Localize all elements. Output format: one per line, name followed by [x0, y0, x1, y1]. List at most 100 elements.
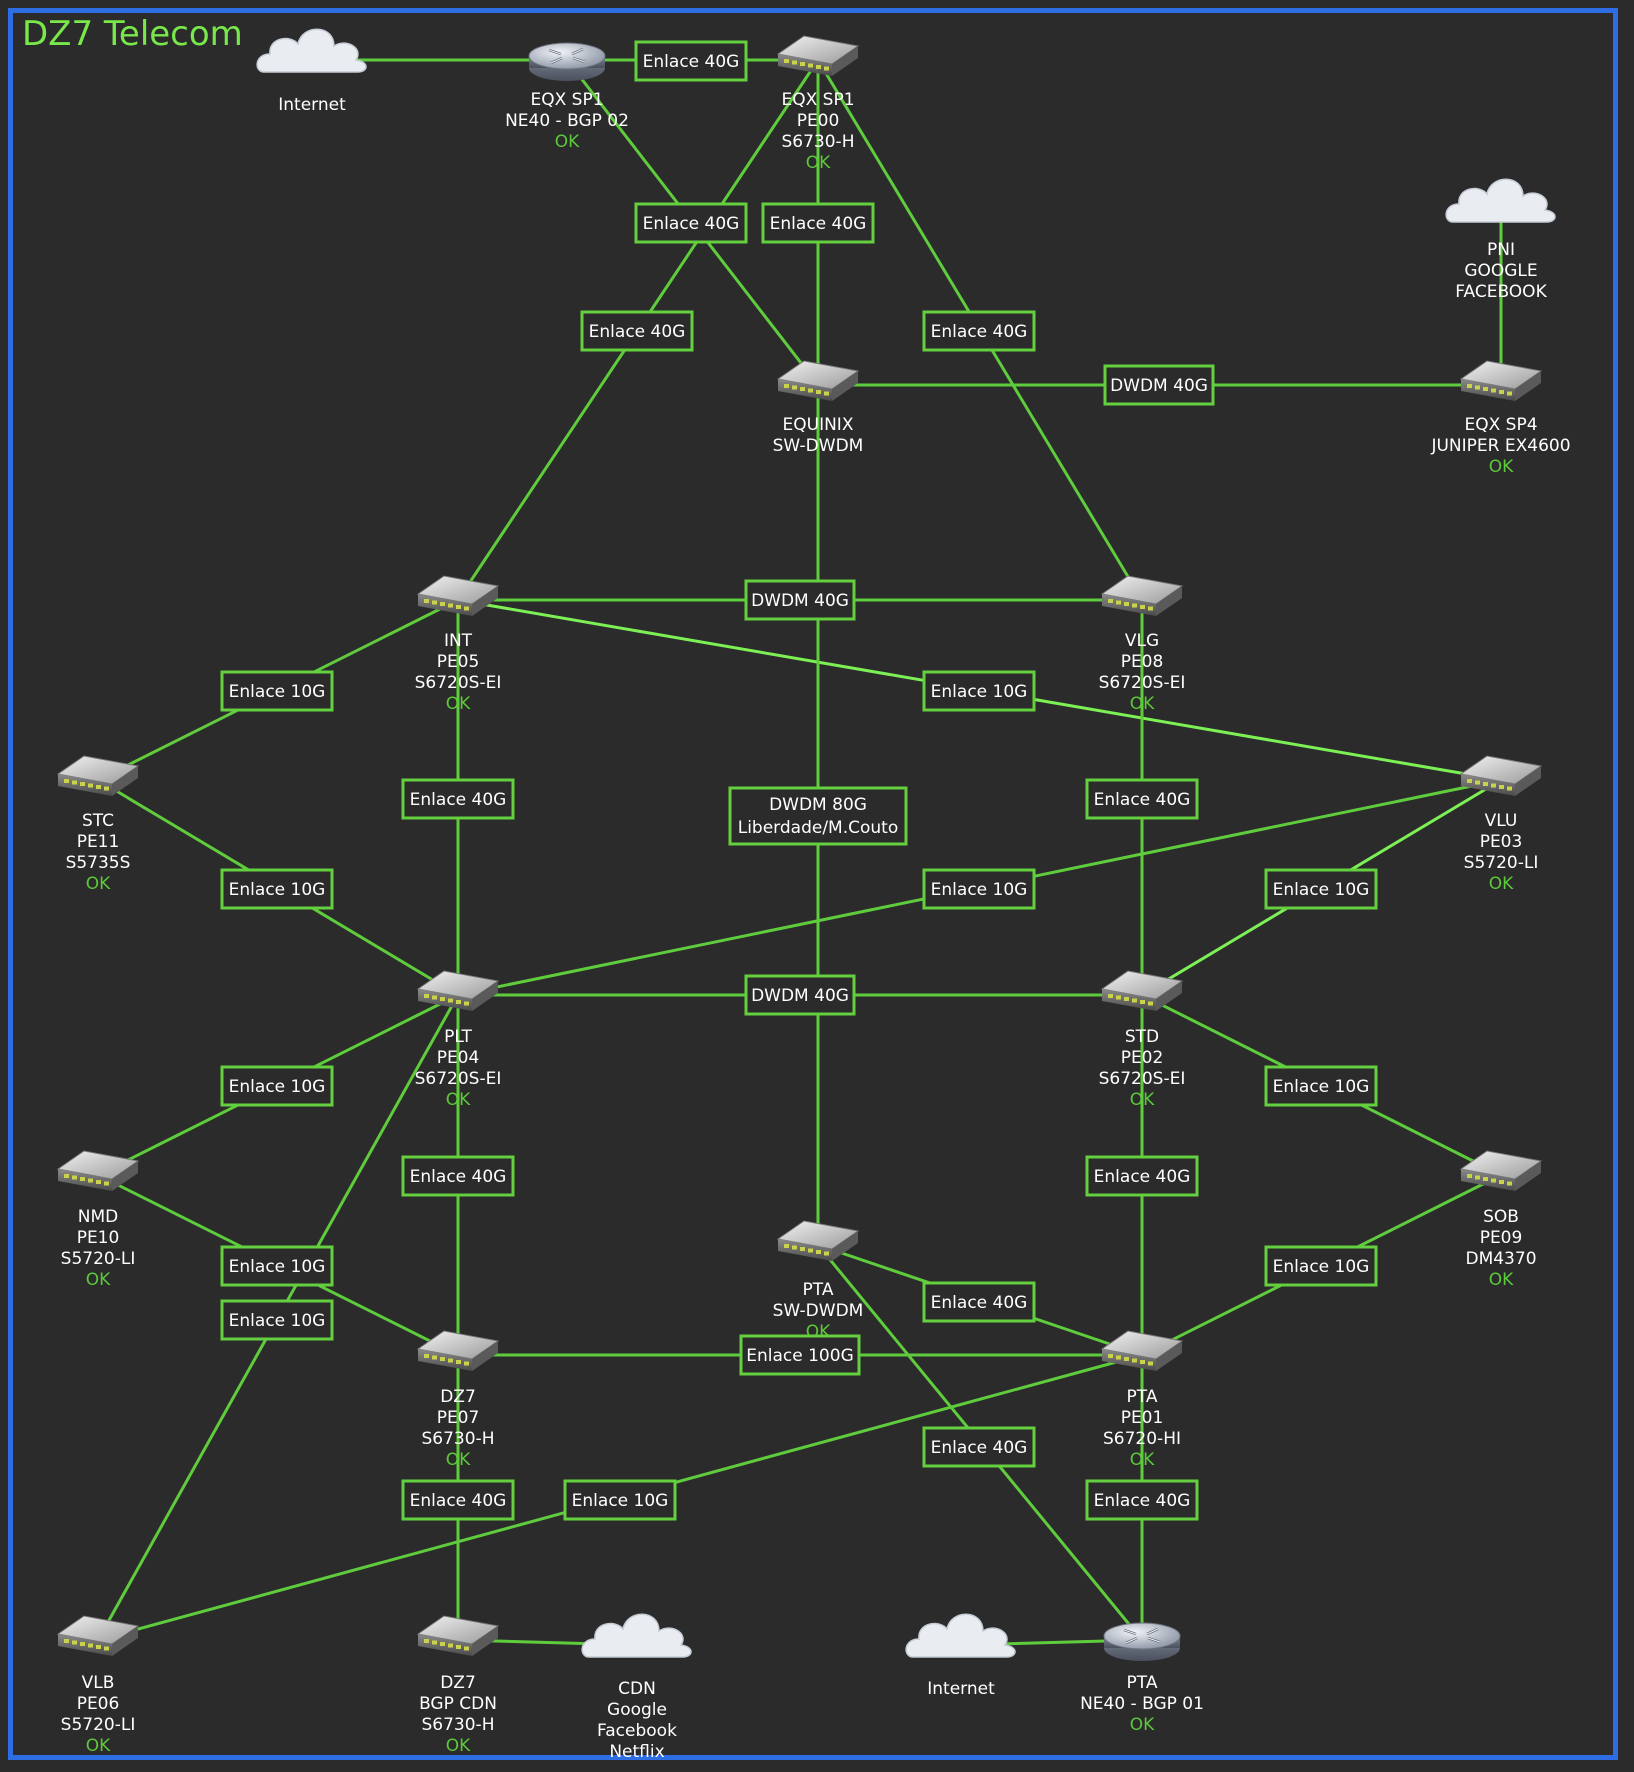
link-label-text: Liberdade/M.Couto	[738, 818, 899, 838]
node-label: S6720S-EI	[1099, 673, 1186, 693]
link-label-l28[interactable]: Enlace 40G	[401, 1479, 515, 1521]
node-label: S6730-H	[422, 1429, 495, 1449]
node-label: BGP CDN	[419, 1694, 497, 1714]
link-label-l29[interactable]: Enlace 40G	[1085, 1479, 1199, 1521]
link-label-l17[interactable]: Enlace 10G	[220, 1065, 334, 1107]
node-label: STD	[1125, 1027, 1159, 1047]
node-label: EQX SP1	[781, 90, 854, 110]
node-label: PLT	[444, 1027, 472, 1047]
link-label-l18[interactable]: Enlace 10G	[1264, 1065, 1378, 1107]
link-label-text: Enlace 10G	[931, 682, 1028, 702]
link-label-l13[interactable]: Enlace 10G	[220, 868, 334, 910]
node-status: OK	[555, 132, 580, 152]
switch-icon	[776, 35, 860, 76]
switch-icon	[416, 1615, 500, 1656]
link-label-l25[interactable]: Enlace 100G	[739, 1334, 861, 1376]
node-label: VLG	[1125, 631, 1159, 651]
link-label-text: Enlace 40G	[931, 322, 1028, 342]
switch-icon	[1100, 575, 1184, 616]
link-label-text: DWDM 40G	[751, 591, 849, 611]
node-label: NMD	[78, 1207, 118, 1227]
link-label-l01[interactable]: Enlace 40G	[634, 40, 748, 82]
link-label-box	[634, 40, 748, 82]
node-status: OK	[86, 1736, 111, 1756]
link-label-text: Enlace 40G	[1094, 1167, 1191, 1187]
link-label-box	[1103, 364, 1215, 406]
link-label-l08[interactable]: Enlace 10G	[220, 670, 334, 712]
link-label-l22[interactable]: Enlace 10G	[220, 1299, 334, 1341]
node-internet-bottom[interactable]: Internet	[905, 1613, 1016, 1699]
link-label-l06[interactable]: DWDM 40G	[1103, 364, 1215, 406]
link-label-l07[interactable]: DWDM 40G	[744, 579, 856, 621]
link-label-text: Enlace 10G	[229, 1311, 326, 1331]
node-status: OK	[446, 1450, 471, 1470]
node-label: GOOGLE	[1464, 261, 1537, 281]
link-label-l05[interactable]: Enlace 40G	[922, 310, 1036, 352]
node-label: FACEBOOK	[1455, 282, 1547, 302]
link-label-l12[interactable]: Enlace 40G	[1085, 778, 1199, 820]
link-label-l20[interactable]: Enlace 40G	[1085, 1155, 1199, 1197]
node-label: DZ7	[440, 1673, 476, 1693]
switch-icon	[1100, 1330, 1184, 1371]
link-label-box	[1085, 778, 1199, 820]
node-label: EQUINIX	[783, 415, 854, 435]
link-label-text: Enlace 40G	[931, 1293, 1028, 1313]
link-label-text: Enlace 40G	[1094, 1491, 1191, 1511]
node-status: OK	[1489, 1270, 1514, 1290]
link-label-l19[interactable]: Enlace 40G	[401, 1155, 515, 1197]
node-label: S6720-HI	[1103, 1429, 1181, 1449]
link-label-l03[interactable]: Enlace 40G	[580, 310, 694, 352]
link-label-l16[interactable]: DWDM 40G	[744, 974, 856, 1016]
switch-icon	[416, 970, 500, 1011]
link-label-box	[922, 1426, 1036, 1468]
link-label-l21[interactable]: Enlace 10G	[220, 1245, 334, 1287]
link-label-l26[interactable]: Enlace 40G	[922, 1426, 1036, 1468]
link-label-l23[interactable]: Enlace 10G	[1264, 1245, 1378, 1287]
link-label-text: Enlace 40G	[770, 214, 867, 234]
node-label: PTA	[1127, 1673, 1158, 1693]
switch-icon	[416, 575, 500, 616]
link-label-l02[interactable]: Enlace 40G	[634, 202, 748, 244]
node-label: PE06	[77, 1694, 120, 1714]
link-label-text: Enlace 40G	[931, 1438, 1028, 1458]
link-label-box	[922, 868, 1036, 910]
links-layer	[96, 58, 1503, 1647]
link-label-l15[interactable]: Enlace 10G	[1264, 868, 1378, 910]
node-internet-top[interactable]: Internet	[256, 28, 367, 115]
link-label-l27[interactable]: Enlace 10G	[563, 1479, 677, 1521]
link-label-l24[interactable]: Enlace 40G	[922, 1281, 1036, 1323]
link-label-text: Enlace 40G	[410, 1167, 507, 1187]
link-label-text: DWDM 40G	[751, 986, 849, 1006]
link-label-l14[interactable]: Enlace 10G	[922, 868, 1036, 910]
link-label-l10[interactable]: Enlace 40G	[401, 778, 515, 820]
switch-icon	[416, 1330, 500, 1371]
link-label-text: Enlace 40G	[1094, 790, 1191, 810]
node-label: PE05	[437, 652, 480, 672]
link-label-l09[interactable]: Enlace 10G	[922, 670, 1036, 712]
link-label-text: Enlace 10G	[1273, 880, 1370, 900]
link-labels-layer: Enlace 40G Enlace 40G Enlace 40G Enlace 40G…	[220, 40, 1378, 1521]
link-label-l04[interactable]: Enlace 40G	[761, 202, 875, 244]
link-label-text: Enlace 10G	[572, 1491, 669, 1511]
